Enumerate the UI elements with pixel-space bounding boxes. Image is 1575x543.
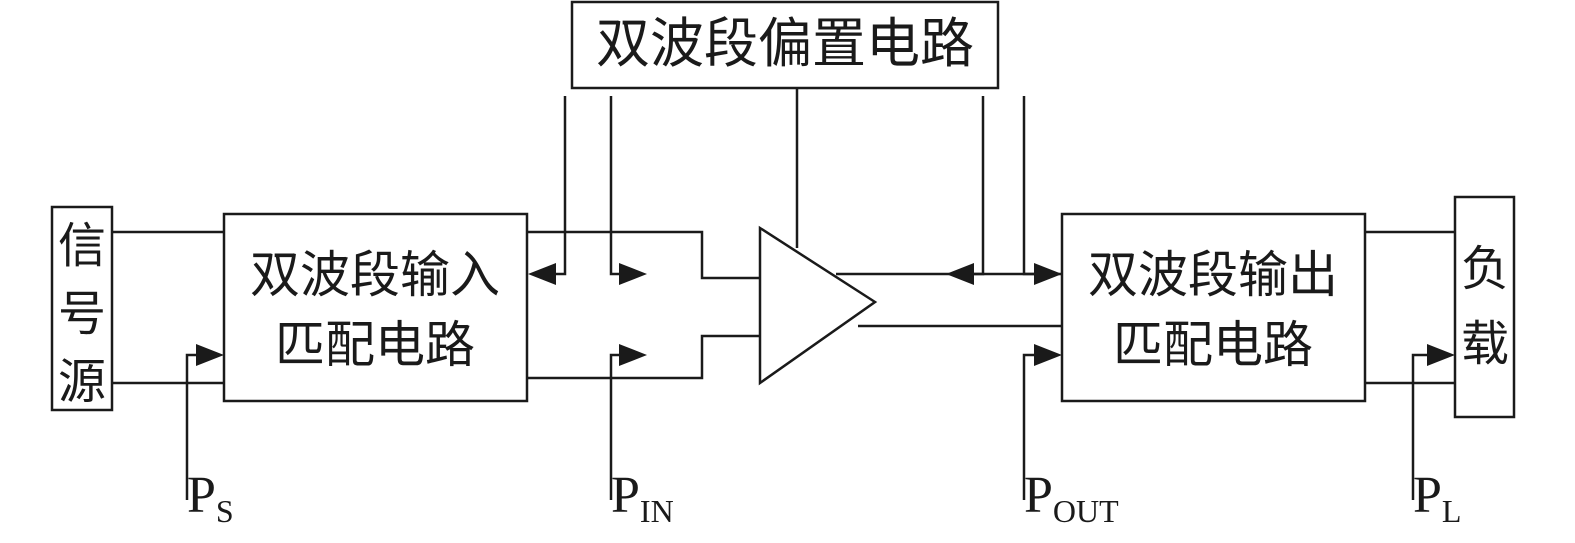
amplifier-triangle [758, 225, 878, 386]
bias-line-1 [545, 96, 567, 276]
signal-source-label-3: 源 [58, 354, 106, 410]
load-box [1453, 195, 1516, 419]
input-match-box [222, 212, 529, 403]
signal-source-box [50, 205, 114, 412]
wire-input-bottom [527, 334, 760, 380]
probe-arrow-ps [196, 344, 224, 366]
probe-arrow-pin [619, 344, 647, 366]
wire-input-top [527, 230, 760, 280]
probe-ps-main: P [187, 467, 216, 524]
probe-label-pin: PIN [611, 467, 674, 529]
bias-arrow-4 [1034, 263, 1062, 285]
probe-ps-sub: S [216, 493, 234, 529]
probe-arrow-pl [1427, 344, 1455, 366]
probe-pl-sub: L [1442, 493, 1462, 529]
bias-arrow-1 [528, 263, 556, 285]
probe-label-pl: PL [1413, 467, 1461, 529]
probe-label-pout: POUT [1024, 467, 1119, 529]
probe-pin-sub: IN [640, 493, 674, 529]
probe-arrow-pout [1034, 344, 1062, 366]
bias-arrow-3 [946, 263, 974, 285]
bias-line-4 [1022, 96, 1045, 276]
bias-circuit-label: 双波段偏置电路 [596, 12, 974, 75]
bias-arrow-2 [619, 263, 647, 285]
probe-pout-main: P [1024, 467, 1053, 524]
probe-pin-main: P [611, 467, 640, 524]
output-match-label-1: 双波段输出 [1088, 246, 1338, 304]
bias-line-2 [609, 96, 628, 276]
output-match-box [1060, 212, 1367, 403]
load-label-2: 载 [1461, 316, 1509, 372]
bias-line-3 [965, 96, 985, 276]
probe-pout-sub: OUT [1053, 493, 1119, 529]
bias-circuit-box [570, 0, 1000, 90]
signal-source-label-1: 信 [58, 218, 106, 274]
probe-label-ps: PS [187, 467, 234, 529]
input-match-label-2: 匹配电路 [275, 316, 475, 374]
input-match-label-1: 双波段输入 [250, 246, 500, 304]
output-match-label-2: 匹配电路 [1113, 316, 1313, 374]
load-label-1: 负 [1461, 241, 1509, 297]
probe-pl-main: P [1413, 467, 1442, 524]
signal-source-label-2: 号 [58, 286, 106, 342]
